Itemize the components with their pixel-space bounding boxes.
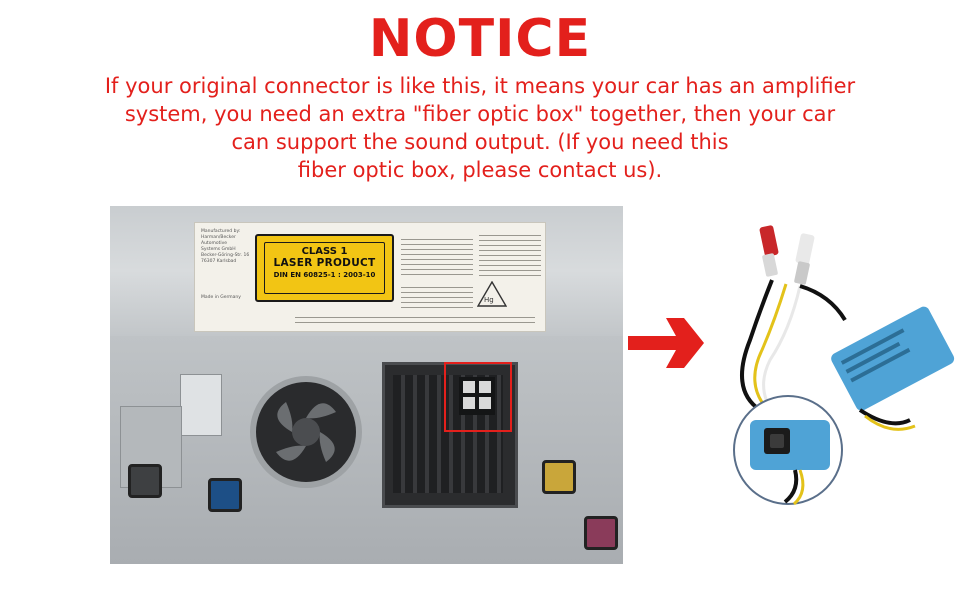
made-in: Made in Germany bbox=[201, 295, 241, 300]
black-antenna-port bbox=[128, 464, 162, 498]
notice-text: If your original connector is like this,… bbox=[40, 72, 920, 184]
laser-din: DIN EN 60825-1 : 2003-10 bbox=[273, 271, 376, 279]
notice-title: NOTICE bbox=[368, 9, 592, 69]
mounting-bracket bbox=[180, 374, 222, 436]
manufacturer-line: Manufactured by: bbox=[201, 229, 241, 234]
notice-line: can support the sound output. (If you ne… bbox=[231, 130, 729, 154]
fiber-optic-port bbox=[459, 377, 495, 415]
quadlock-connector bbox=[382, 362, 518, 508]
highlight-box bbox=[444, 362, 512, 432]
fan-blades-icon bbox=[276, 402, 336, 462]
chassis-bottom bbox=[110, 336, 623, 564]
right-arrow-icon bbox=[628, 318, 704, 368]
manufacturer-line: 76307 Karlsbad bbox=[201, 259, 237, 264]
laser-product: LASER PRODUCT bbox=[273, 257, 376, 269]
fcc-fine-print bbox=[479, 231, 541, 277]
fiber-optic-box-photo bbox=[733, 225, 955, 506]
product-label-sticker: Manufactured by: Harman/Becker Automotiv… bbox=[194, 222, 546, 332]
purple-antenna-port bbox=[584, 516, 618, 550]
dts-fine-print bbox=[295, 313, 535, 327]
manufacturer-line: Systems GmbH bbox=[201, 247, 236, 252]
notice-line: fiber optic box, please contact us). bbox=[297, 158, 663, 182]
dab-fine-print bbox=[401, 283, 473, 309]
blue-antenna-port bbox=[208, 478, 242, 512]
manufacturer-line: Automotive bbox=[201, 241, 228, 246]
manufacturer-line: Becker-Göring-Str. 16 bbox=[201, 253, 250, 258]
notice-line: If your original connector is like this,… bbox=[104, 74, 856, 98]
mercury-warning-icon bbox=[477, 281, 507, 307]
yellow-antenna-port bbox=[542, 460, 576, 494]
cooling-fan bbox=[250, 376, 362, 488]
radio-back-panel-photo: Manufactured by: Harman/Becker Automotiv… bbox=[110, 206, 623, 564]
notice-line: system, you need an extra "fiber optic b… bbox=[124, 102, 836, 126]
laser-class: CLASS 1 bbox=[301, 246, 348, 257]
fcc-fine-print bbox=[401, 235, 473, 275]
laser-warning-inner: CLASS 1 LASER PRODUCT DIN EN 60825-1 : 2… bbox=[264, 242, 385, 294]
manufacturer-line: Harman/Becker bbox=[201, 235, 236, 240]
hg-label: Hg bbox=[484, 296, 494, 304]
laser-warning-label: CLASS 1 LASER PRODUCT DIN EN 60825-1 : 2… bbox=[255, 234, 394, 302]
manufacturer-info: Manufactured by: Harman/Becker Automotiv… bbox=[201, 229, 249, 265]
